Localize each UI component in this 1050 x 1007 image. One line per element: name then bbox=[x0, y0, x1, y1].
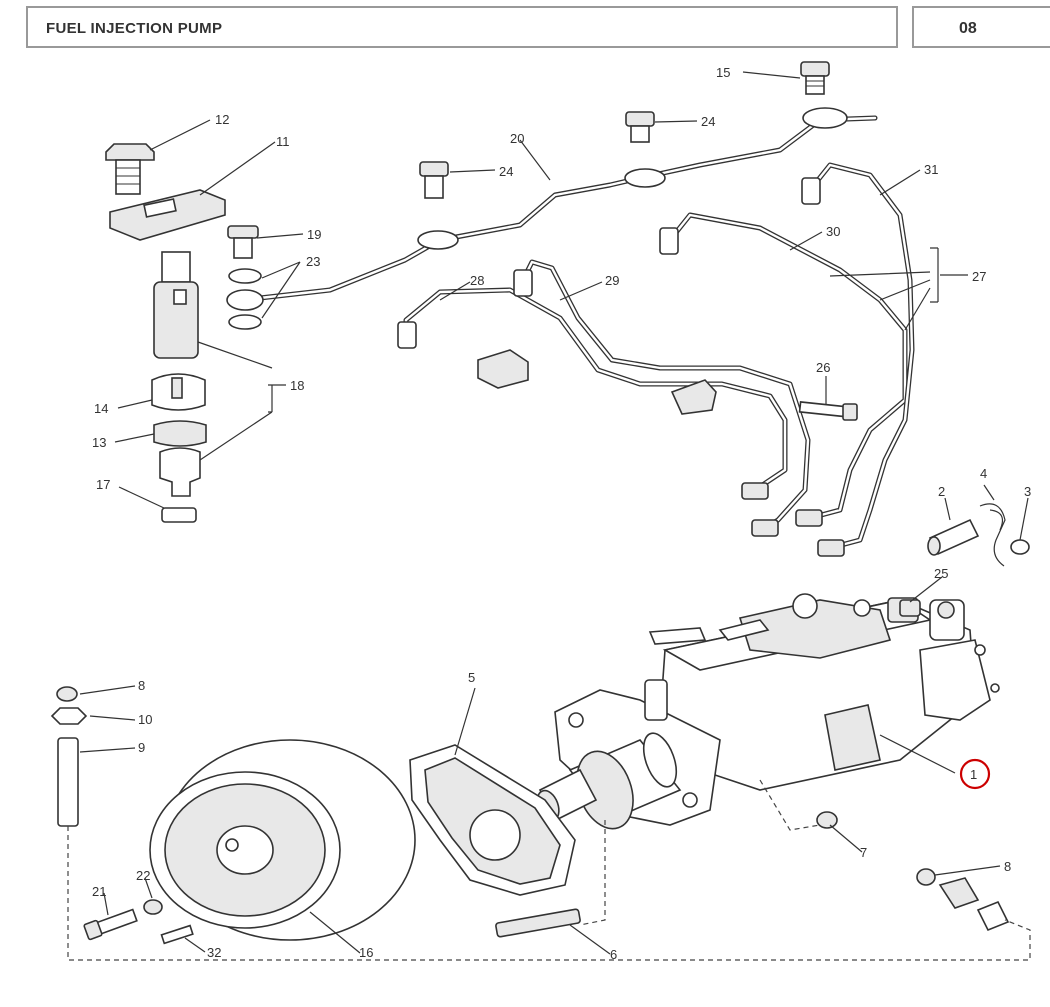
part-8-fitting-right bbox=[916, 868, 1010, 932]
callout-28: 28 bbox=[470, 273, 484, 288]
part-21-bolt bbox=[83, 908, 138, 941]
part-24-banjo-bolt-upper bbox=[625, 111, 655, 143]
callout-27: 27 bbox=[972, 269, 986, 284]
callout-4: 4 bbox=[980, 466, 987, 481]
callout-19: 19 bbox=[307, 227, 321, 242]
callout-9: 9 bbox=[138, 740, 145, 755]
callout-24-upper: 24 bbox=[701, 114, 715, 129]
callout-26: 26 bbox=[816, 360, 830, 375]
part-28-injection-pipe bbox=[397, 287, 788, 500]
part-25-fitting bbox=[899, 599, 921, 617]
title-box: FUEL INJECTION PUMP bbox=[26, 6, 898, 48]
callout-11: 11 bbox=[276, 134, 290, 149]
callout-25: 25 bbox=[934, 566, 948, 581]
part-2-pin bbox=[927, 518, 980, 556]
part-23-washers bbox=[228, 268, 262, 330]
callout-29: 29 bbox=[605, 273, 619, 288]
part-13-spacer bbox=[153, 420, 207, 447]
callout-1: 1 bbox=[970, 767, 977, 782]
part-24-banjo-bolt-lower bbox=[419, 161, 449, 199]
part-17-washer bbox=[161, 507, 197, 523]
callout-8-right: 8 bbox=[1004, 859, 1011, 874]
part-7-nut bbox=[816, 811, 838, 829]
part-12-bolt bbox=[105, 143, 155, 195]
callout-5: 5 bbox=[468, 670, 475, 685]
part-22-washer bbox=[143, 899, 163, 915]
part-9-stud bbox=[57, 737, 79, 827]
part-6-stud bbox=[495, 908, 581, 938]
part-16-drive-gear bbox=[149, 739, 416, 941]
part-20-leak-off-pipe bbox=[226, 107, 878, 311]
callout-8-left: 8 bbox=[138, 678, 145, 693]
part-3-clip bbox=[1010, 539, 1030, 555]
part-11-clamp bbox=[109, 189, 226, 241]
callout-14: 14 bbox=[94, 401, 108, 416]
callout-32: 32 bbox=[207, 945, 221, 960]
callout-23: 23 bbox=[306, 254, 320, 269]
part-26-bolt bbox=[798, 401, 858, 421]
callout-17: 17 bbox=[96, 477, 110, 492]
part-15-banjo-bolt bbox=[800, 61, 830, 95]
dashed-connectors bbox=[67, 779, 1031, 961]
part-18-injector-body bbox=[153, 251, 199, 359]
callout-10: 10 bbox=[138, 712, 152, 727]
callout-30: 30 bbox=[826, 224, 840, 239]
part-4-spring-link bbox=[979, 503, 1006, 567]
part-31-injection-pipe bbox=[801, 162, 915, 557]
highlight-circle bbox=[959, 758, 991, 790]
callout-21: 21 bbox=[92, 884, 106, 899]
part-10-washer bbox=[50, 707, 88, 725]
part-29-injection-pipe bbox=[513, 259, 811, 537]
callout-3: 3 bbox=[1024, 484, 1031, 499]
callout-20: 20 bbox=[510, 131, 524, 146]
callout-12: 12 bbox=[215, 112, 229, 127]
part-5-gasket bbox=[409, 744, 576, 896]
callout-31: 31 bbox=[924, 162, 938, 177]
page-title: FUEL INJECTION PUMP bbox=[46, 20, 223, 37]
callout-13: 13 bbox=[92, 435, 106, 450]
callout-2: 2 bbox=[938, 484, 945, 499]
part-8-nut-left bbox=[56, 686, 78, 702]
part-32-pin bbox=[160, 924, 194, 945]
leader-lines bbox=[79, 71, 1029, 955]
callout-6: 6 bbox=[610, 947, 617, 962]
callout-16: 16 bbox=[359, 945, 373, 960]
callout-18: 18 bbox=[290, 378, 304, 393]
callout-7: 7 bbox=[860, 845, 867, 860]
callout-22: 22 bbox=[136, 868, 150, 883]
callout-24-lower: 24 bbox=[499, 164, 513, 179]
callout-labels: 15 12 11 20 24 24 31 19 23 30 27 28 29 1… bbox=[92, 65, 1031, 962]
pipe-clamps bbox=[477, 349, 717, 415]
part-1-injection-pump bbox=[536, 593, 1000, 830]
page-number-box: 08 bbox=[912, 6, 1050, 48]
page-number: 08 bbox=[959, 20, 977, 37]
part-14-nozzle-holder bbox=[151, 373, 206, 411]
part-19-bolt bbox=[227, 225, 259, 259]
callout-1-highlight: 1 bbox=[959, 758, 991, 790]
callout-15: 15 bbox=[716, 65, 730, 80]
part-nozzle bbox=[159, 447, 201, 497]
